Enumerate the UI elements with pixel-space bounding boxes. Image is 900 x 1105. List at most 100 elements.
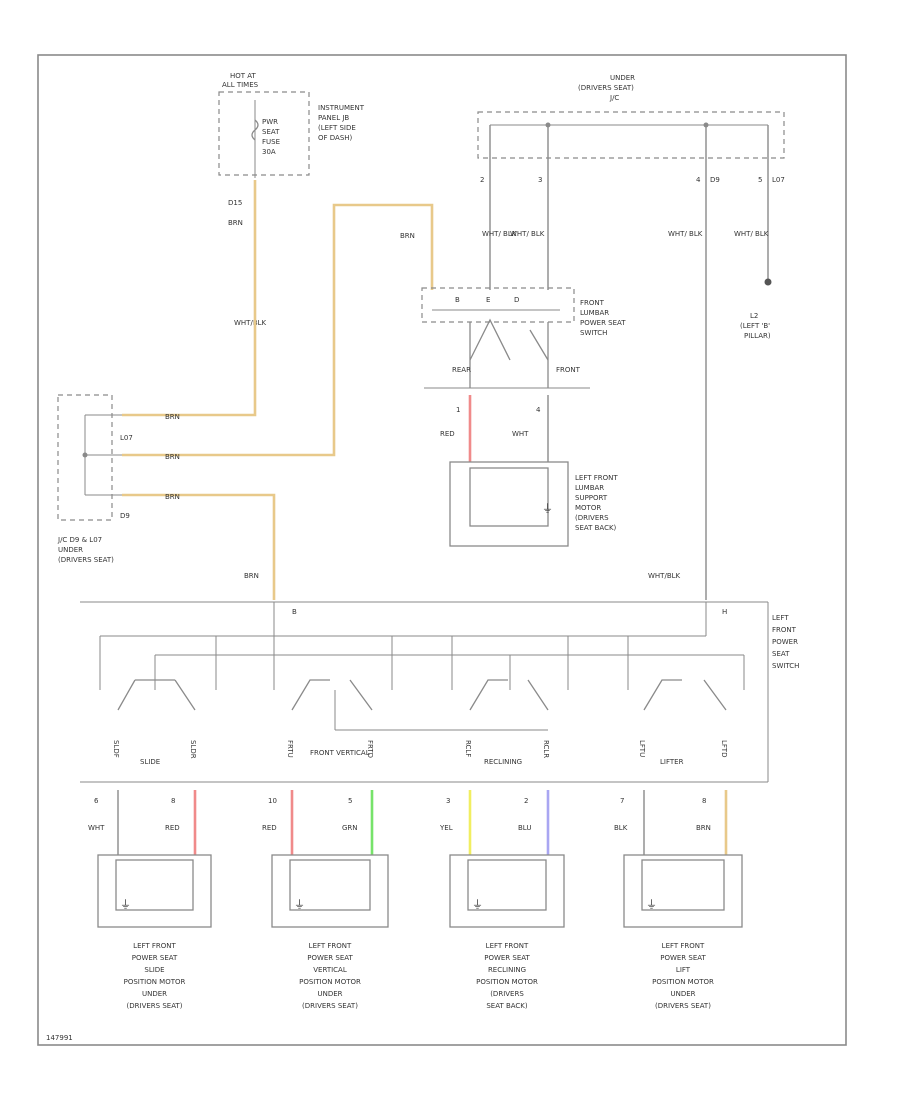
brn-label-3: BRN bbox=[165, 493, 180, 501]
motor-label-3-3: RECLINING bbox=[488, 966, 526, 974]
jc-d9-label: D9 bbox=[120, 512, 130, 520]
brn-label-lumbar: BRN bbox=[400, 232, 415, 240]
motor-label-2-4: POSITION MOTOR bbox=[299, 978, 361, 986]
motor-wire-color-2: RED bbox=[165, 824, 180, 832]
motor-label-1-2: POWER SEAT bbox=[132, 954, 178, 962]
brn-label-1: BRN bbox=[165, 413, 180, 421]
motor-pin-5: 3 bbox=[446, 797, 450, 805]
fuse-symbol bbox=[251, 119, 259, 141]
motor-wire-color-6: BLU bbox=[518, 824, 531, 832]
fuse-box-2: SEAT bbox=[262, 128, 280, 136]
motor-box-2 bbox=[271, 854, 389, 928]
switch-pos-6: RCLR bbox=[542, 740, 550, 758]
section-slide: SLIDE bbox=[140, 758, 160, 766]
instrument-panel-jb-box bbox=[218, 91, 310, 176]
motor-wire-color-1: WHT bbox=[88, 824, 105, 832]
lumbar-motor-outer bbox=[449, 461, 569, 547]
motor-pin-3: 10 bbox=[268, 797, 277, 805]
motor-label-1-5: UNDER bbox=[142, 990, 167, 998]
motor-pin-8: 8 bbox=[702, 797, 706, 805]
section-vertical: FRONT VERTICAL bbox=[310, 749, 370, 757]
lumbar-motor-label-3: SUPPORT bbox=[575, 494, 608, 502]
fuse-label-1: HOT AT bbox=[230, 72, 257, 80]
motor-label-2-1: LEFT FRONT bbox=[309, 942, 352, 950]
motor-label-2-3: VERTICAL bbox=[313, 966, 347, 974]
bus-node-1 bbox=[545, 122, 551, 128]
corner-code: 147991 bbox=[46, 1034, 73, 1042]
motor-inner-3 bbox=[467, 859, 547, 911]
motor-icon-2: ⏚ bbox=[294, 898, 305, 911]
conn-l07: L07 bbox=[772, 176, 785, 184]
vertical-contacts bbox=[291, 679, 373, 711]
motor-label-3-5: (DRIVERS bbox=[490, 990, 524, 998]
bus-node-2 bbox=[703, 122, 709, 128]
fuse-box-1: PWR bbox=[262, 118, 278, 126]
switch-pos-2: SLDR bbox=[189, 740, 197, 759]
lumbar-switch-label-1: FRONT bbox=[580, 299, 605, 307]
motor-wire-color-8: BRN bbox=[696, 824, 711, 832]
brn-wire-seat bbox=[122, 493, 276, 600]
wb-label-4: WHT/ BLK bbox=[734, 230, 769, 238]
jc-l07-label: L07 bbox=[120, 434, 133, 442]
motor-label-4-4: POSITION MOTOR bbox=[652, 978, 714, 986]
brn-wire-lumbar bbox=[122, 203, 434, 457]
lumbar-contacts bbox=[469, 318, 549, 361]
motor-inner-1 bbox=[115, 859, 194, 911]
pin-top-3: 3 bbox=[538, 176, 542, 184]
motor-label-3-6: SEAT BACK) bbox=[486, 1002, 528, 1010]
jc-label-3: (DRIVERS SEAT) bbox=[58, 556, 114, 564]
seat-pin-b: B bbox=[292, 608, 297, 616]
brown-wires: BRN BRN BRN BRN BRN bbox=[122, 180, 434, 600]
brn-wire-fuse bbox=[122, 180, 257, 417]
motor-label-1-4: POSITION MOTOR bbox=[124, 978, 186, 986]
motor-label-4-5: UNDER bbox=[670, 990, 695, 998]
brn-label-seat: BRN bbox=[244, 572, 259, 580]
motor-label-2-5: UNDER bbox=[317, 990, 342, 998]
lumbar-wire-pin-4: 4 bbox=[536, 406, 541, 414]
lumbar-red-label: RED bbox=[440, 430, 455, 438]
lumbar-switch-label-3: POWER SEAT bbox=[580, 319, 626, 327]
motor-label-1-6: (DRIVERS SEAT) bbox=[127, 1002, 183, 1010]
motor-label-4-2: POWER SEAT bbox=[660, 954, 706, 962]
seat-switch-block: WHT/BLK B H LEFT FRONT POWER SEAT SWITCH bbox=[80, 572, 799, 783]
section-reclining: RECLINING bbox=[484, 758, 522, 766]
section-lifter: LIFTER bbox=[660, 758, 684, 766]
motor-wire-color-3: RED bbox=[262, 824, 277, 832]
lumbar-switch: B E D FRONT LUMBAR POWER SEAT SWITCH REA… bbox=[421, 287, 626, 462]
lumbar-motor: ⏚ LEFT FRONT LUMBAR SUPPORT MOTOR (DRIVE… bbox=[449, 461, 618, 547]
under-seat-label-1: UNDER bbox=[610, 74, 635, 82]
seat-pin-h: H bbox=[722, 608, 727, 616]
switch-pos-1: SLDF bbox=[112, 740, 120, 758]
lumbar-motor-label-6: SEAT BACK) bbox=[575, 524, 617, 532]
seat-switch-label-4: SEAT bbox=[772, 650, 790, 658]
motor-pin-1: 6 bbox=[94, 797, 99, 805]
brn-label-2: BRN bbox=[165, 453, 180, 461]
motor-inner-2 bbox=[289, 859, 371, 911]
slide-contacts bbox=[117, 679, 196, 711]
lumbar-switch-label-2: LUMBAR bbox=[580, 309, 609, 317]
switch-pos-3: FRTU bbox=[286, 740, 294, 758]
switch-pos-8: LFTD bbox=[720, 740, 728, 757]
under-seat-label-2: (DRIVERS SEAT) bbox=[578, 84, 634, 92]
fuse-group: HOT AT ALL TIMES PWR SEAT FUSE 30A INSTR… bbox=[218, 72, 365, 327]
motor-wire-color-4: GRN bbox=[342, 824, 358, 832]
lumbar-switch-label-4: SWITCH bbox=[580, 329, 607, 337]
fuse-pin: D15 bbox=[228, 199, 242, 207]
ipjb-label-3: (LEFT SIDE bbox=[318, 124, 356, 132]
lumbar-wire-pin-1: 1 bbox=[456, 406, 460, 414]
motor-box-3 bbox=[449, 854, 565, 928]
fuse-box-4: 30A bbox=[262, 148, 276, 156]
junction-connector: L07 D9 J/C D9 & L07 UNDER (DRIVERS SEAT) bbox=[57, 394, 133, 564]
jc-label-2: UNDER bbox=[58, 546, 83, 554]
switch-pos-4: FRTD bbox=[366, 740, 374, 758]
lumbar-motor-label-4: MOTOR bbox=[575, 504, 601, 512]
pin-top-4: 4 bbox=[696, 176, 701, 184]
motor-icon-4: ⏚ bbox=[646, 898, 657, 911]
ground-point bbox=[764, 278, 772, 286]
motor-label-3-1: LEFT FRONT bbox=[486, 942, 529, 950]
pin-top-2: 2 bbox=[480, 176, 484, 184]
lumbar-motor-label-5: (DRIVERS bbox=[575, 514, 609, 522]
seat-switch-label-1: LEFT bbox=[772, 614, 789, 622]
